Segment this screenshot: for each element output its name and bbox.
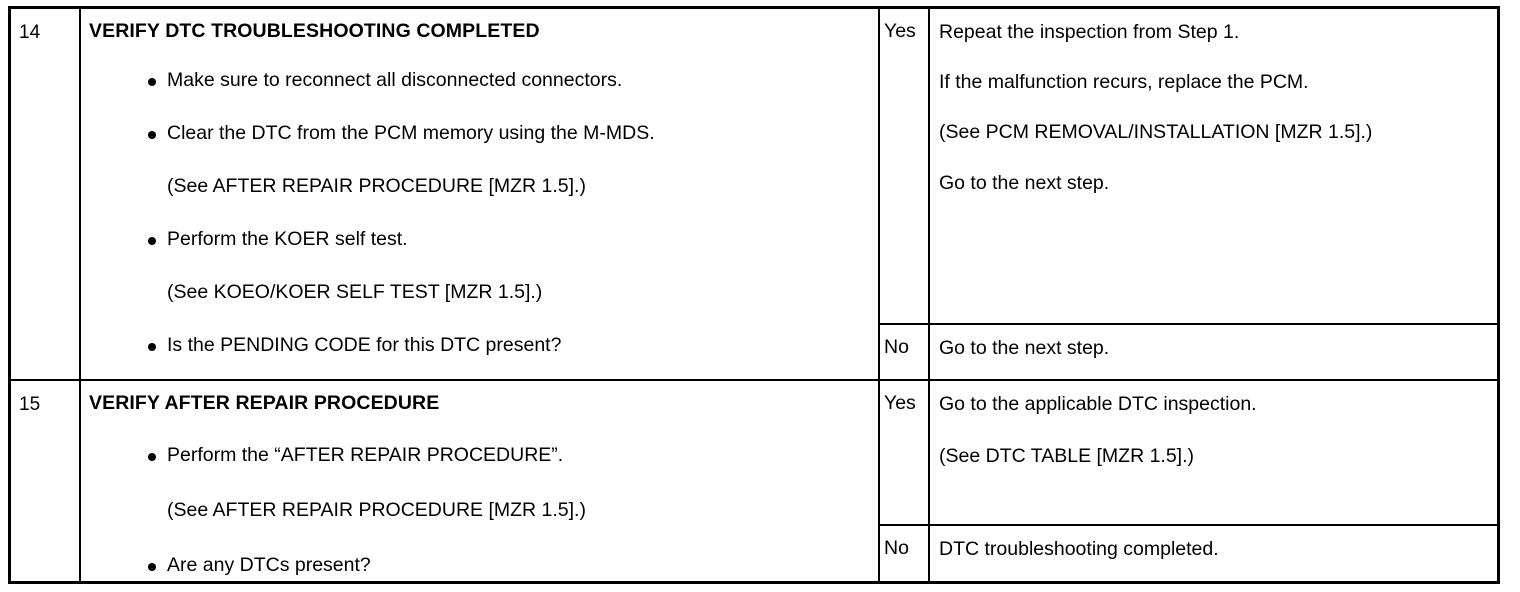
step-title: VERIFY AFTER REPAIR PROCEDURE	[89, 392, 440, 414]
answer-label-yes: Yes	[880, 9, 930, 323]
list-item: Perform the KOER self test.	[89, 228, 868, 250]
answer-body-yes: Repeat the inspection from Step 1. If th…	[930, 9, 1497, 323]
answer-label-no: No	[880, 526, 930, 583]
list-item: Clear the DTC from the PCM memory using …	[89, 122, 868, 144]
step-answers-cell: Yes Go to the applicable DTC inspection.…	[880, 381, 1497, 583]
answer-line: Go to the next step.	[939, 337, 1110, 359]
step-instruction-list: Make sure to reconnect all disconnected …	[89, 69, 868, 356]
step-number: 14	[19, 22, 41, 43]
list-item-note: (See KOEO/KOER SELF TEST [MZR 1.5].)	[167, 281, 543, 303]
list-item: Make sure to reconnect all disconnected …	[89, 69, 868, 91]
answer-line: Repeat the inspection from Step 1.	[939, 21, 1240, 43]
list-item-note: (See AFTER REPAIR PROCEDURE [MZR 1.5].)	[167, 175, 586, 197]
answer-row-yes: Yes Repeat the inspection from Step 1. I…	[880, 9, 1497, 323]
step-content-cell: VERIFY AFTER REPAIR PROCEDURE Perform th…	[81, 381, 880, 581]
step-content-cell: VERIFY DTC TROUBLESHOOTING COMPLETED Mak…	[81, 9, 880, 379]
list-item: Perform the “AFTER REPAIR PROCEDURE”.	[89, 444, 868, 466]
answer-line: If the malfunction recurs, replace the P…	[939, 71, 1309, 93]
list-item: Is the PENDING CODE for this DTC present…	[89, 334, 868, 356]
list-item-note: (See AFTER REPAIR PROCEDURE [MZR 1.5].)	[167, 499, 586, 521]
step-title: VERIFY DTC TROUBLESHOOTING COMPLETED	[89, 20, 540, 42]
answer-row-no: No DTC troubleshooting completed.	[880, 524, 1497, 583]
answer-line: (See PCM REMOVAL/INSTALLATION [MZR 1.5].…	[939, 121, 1373, 143]
step-number: 15	[19, 394, 41, 415]
answer-label-no: No	[880, 325, 930, 379]
table-row: 14 VERIFY DTC TROUBLESHOOTING COMPLETED …	[11, 9, 1497, 379]
step-instruction-list: Perform the “AFTER REPAIR PROCEDURE”. (S…	[89, 444, 868, 576]
answer-label-yes: Yes	[880, 381, 930, 524]
answer-body-yes: Go to the applicable DTC inspection. (Se…	[930, 381, 1497, 524]
answer-line: (See DTC TABLE [MZR 1.5].)	[939, 445, 1195, 467]
step-answers-cell: Yes Repeat the inspection from Step 1. I…	[880, 9, 1497, 379]
answer-row-yes: Yes Go to the applicable DTC inspection.…	[880, 381, 1497, 524]
dtc-troubleshooting-table: 14 VERIFY DTC TROUBLESHOOTING COMPLETED …	[8, 6, 1500, 584]
list-item: Are any DTCs present?	[89, 554, 868, 576]
answer-row-no: No Go to the next step.	[880, 323, 1497, 379]
step-number-cell: 15	[11, 381, 81, 581]
answer-body-no: DTC troubleshooting completed.	[930, 526, 1497, 583]
table-row: 15 VERIFY AFTER REPAIR PROCEDURE Perform…	[11, 379, 1497, 583]
answer-line: DTC troubleshooting completed.	[939, 538, 1219, 560]
answer-line: Go to the next step.	[939, 172, 1110, 194]
answer-body-no: Go to the next step.	[930, 325, 1497, 379]
answer-line: Go to the applicable DTC inspection.	[939, 393, 1257, 415]
step-number-cell: 14	[11, 9, 81, 379]
